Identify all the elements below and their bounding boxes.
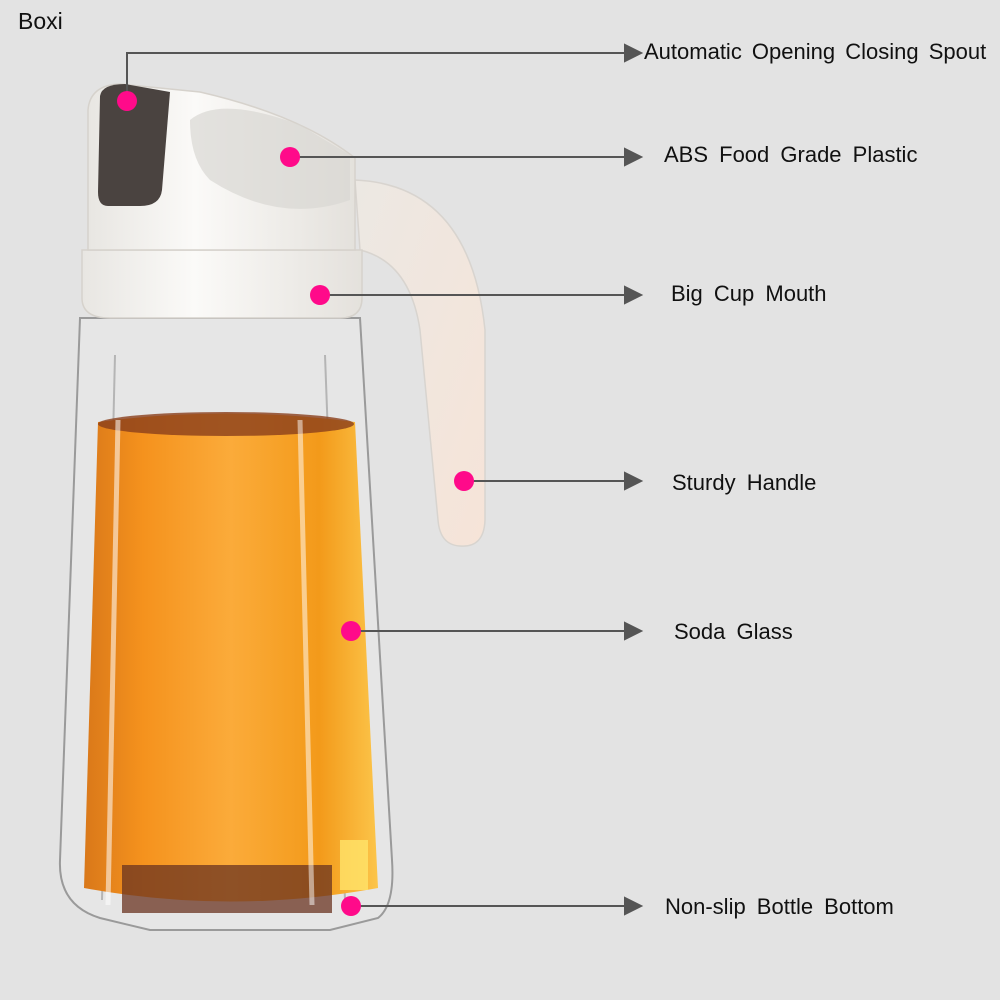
callout-label-plastic: ABS Food Grade Plastic bbox=[664, 142, 918, 167]
spout-tab bbox=[98, 84, 170, 206]
callout-dot-handle bbox=[454, 471, 474, 491]
callout-label-bottom: Non-slip Bottle Bottom bbox=[665, 894, 894, 919]
callout-label-handle: Sturdy Handle bbox=[672, 470, 817, 495]
oil-liquid bbox=[84, 412, 378, 913]
callout-dot-glass bbox=[341, 621, 361, 641]
callout-dot-plastic bbox=[280, 147, 300, 167]
callout-label-mouth: Big Cup Mouth bbox=[671, 281, 827, 306]
callout-dot-mouth bbox=[310, 285, 330, 305]
brand-name: Boxi bbox=[18, 8, 63, 34]
callout-dots bbox=[117, 91, 474, 916]
callout-lines bbox=[126, 43, 644, 916]
callout-dot-spout bbox=[117, 91, 137, 111]
handle bbox=[354, 179, 486, 547]
cap bbox=[81, 83, 363, 319]
callout-dot-bottom bbox=[341, 896, 361, 916]
callout-label-glass: Soda Glass bbox=[674, 619, 793, 644]
callout-label-spout: Automatic Opening Closing Spout bbox=[644, 39, 987, 64]
